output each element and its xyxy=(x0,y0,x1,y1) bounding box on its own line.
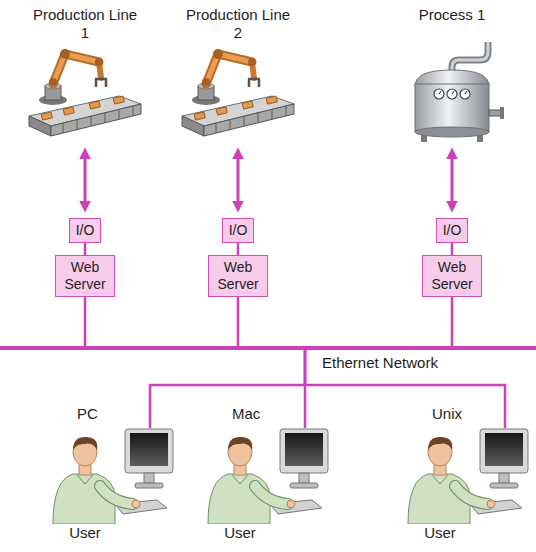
network-label: Ethernet Network xyxy=(322,354,438,372)
computer-label: Unix xyxy=(432,405,462,423)
web-server-box: Web Server xyxy=(422,255,482,297)
user-label: User xyxy=(405,524,475,542)
label-area: Process 1 xyxy=(395,6,510,42)
machine-label: Production Line 2 xyxy=(182,6,294,42)
user-workstation: MacUser xyxy=(200,428,330,542)
network-wire xyxy=(237,243,240,255)
computer-label: Mac xyxy=(232,405,260,423)
production-line: Production Line 1 xyxy=(25,6,145,142)
user-label: User xyxy=(205,524,275,542)
network-wire xyxy=(84,243,87,255)
io-box-text: I/O xyxy=(443,222,462,239)
io-box-text: I/O xyxy=(229,222,248,239)
io-box: I/O xyxy=(222,218,255,243)
io-link-arrow xyxy=(450,157,453,203)
robot-illustration xyxy=(25,42,145,142)
io-box: I/O xyxy=(436,218,469,243)
web-server-box: Web Server xyxy=(55,255,115,297)
network-wire xyxy=(237,297,240,346)
network-wire xyxy=(451,297,454,346)
user-workstation: UnixUser xyxy=(400,428,530,542)
network-wire xyxy=(305,350,505,428)
label-area: Production Line 2 xyxy=(178,6,298,42)
io-link-arrow xyxy=(236,157,239,203)
workstation-illustration xyxy=(400,428,530,524)
network-wire xyxy=(451,243,454,255)
computer-label: PC xyxy=(77,405,98,423)
workstation-illustration xyxy=(45,428,175,524)
machine-label: Process 1 xyxy=(419,6,486,24)
user-label: User xyxy=(50,524,120,542)
web-server-box-text: Web Server xyxy=(429,259,475,293)
network-wire xyxy=(150,350,305,428)
ethernet-bus: Ethernet Network xyxy=(0,346,536,350)
process-tank: Process 1 xyxy=(395,6,510,142)
web-server-box-text: Web Server xyxy=(62,259,108,293)
label-area: Production Line 1 xyxy=(25,6,145,42)
workstation-illustration xyxy=(200,428,330,524)
io-link-arrow xyxy=(83,157,86,203)
robot-illustration xyxy=(178,42,298,142)
web-server-box-text: Web Server xyxy=(215,259,261,293)
io-box-text: I/O xyxy=(76,222,95,239)
web-server-box: Web Server xyxy=(208,255,268,297)
user-workstation: PCUser xyxy=(45,428,175,542)
machine-label: Production Line 1 xyxy=(29,6,141,42)
production-line: Production Line 2 xyxy=(178,6,298,142)
network-wire xyxy=(84,297,87,346)
io-box: I/O xyxy=(69,218,102,243)
tank-illustration xyxy=(395,42,510,142)
